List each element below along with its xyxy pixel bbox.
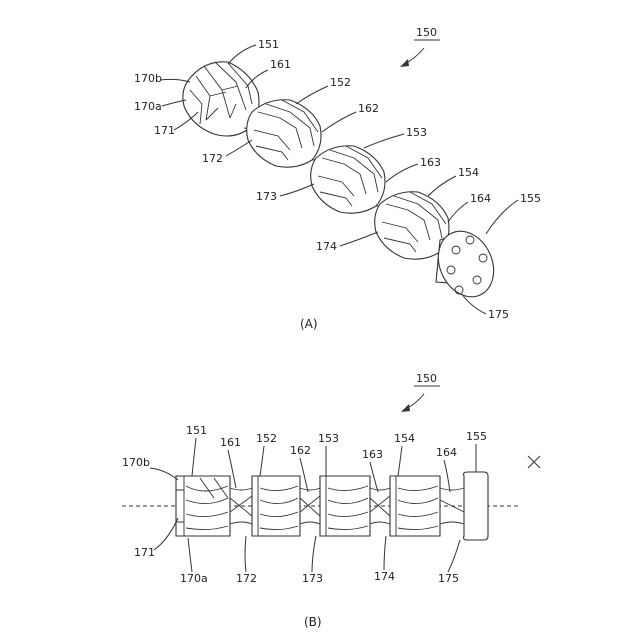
fig-a-label-164: 164 [470,192,491,205]
fig-b-ref-150: 150 [416,372,437,385]
fig-b-label-172: 172 [236,572,257,585]
fig-b-caption: (B) [304,615,322,629]
fig-b-label-155: 155 [466,430,487,443]
fig-b-helix-162 [300,488,320,524]
fig-b-label-152: 152 [256,432,277,445]
fig-b-segment-153 [320,476,370,536]
fig-a-ref-arrowhead [400,59,409,67]
fig-a-caption: (A) [300,317,318,331]
fig-b-label-151: 151 [186,424,207,437]
fig-b-segment-152 [252,476,300,536]
fig-b-label-171: 171 [134,546,155,559]
fig-b-helix-163 [370,488,390,524]
fig-b-segment-151 [176,476,230,536]
fig-a-segment-154 [375,192,449,259]
fig-a-ref-150: 150 [416,26,437,39]
fig-b-segment-154 [390,476,440,536]
fig-a-segment-152 [247,100,321,167]
fig-b-ref-arrowhead [401,404,410,412]
fig-b-label-161: 161 [220,436,241,449]
fig-a-label-172: 172 [202,152,223,165]
fig-a-label-173: 173 [256,190,277,203]
fig-a-label-152: 152 [330,76,351,89]
fig-b-label-170a: 170a [180,572,208,585]
fig-a-label-162: 162 [358,102,379,115]
fig-a-label-154: 154 [458,166,479,179]
fig-b-label-173: 173 [302,572,323,585]
fig-a-label-170a: 170a [134,100,162,113]
fig-a-label-151: 151 [258,38,279,51]
fig-b-label-175: 175 [438,572,459,585]
fig-a-label-175: 175 [488,308,509,321]
fig-b-label-162: 162 [290,444,311,457]
fig-a-label-174: 174 [316,240,337,253]
fig-a-segment-153 [311,146,385,213]
figure-a: 150 [134,26,541,331]
fig-a-label-153: 153 [406,126,427,139]
fig-b-label-174: 174 [374,570,395,583]
fig-b-label-170b: 170b [122,456,150,469]
fig-a-label-155: 155 [520,192,541,205]
fig-a-label-171: 171 [154,124,175,137]
axis-x-marker [528,456,540,468]
fig-b-label-154: 154 [394,432,415,445]
fig-a-label-170b: 170b [134,72,162,85]
fig-b-end-cap-155 [464,472,489,540]
figure-b: 150 [122,372,540,629]
fig-b-label-164: 164 [436,446,457,459]
fig-a-label-163: 163 [420,156,441,169]
fig-a-label-161: 161 [270,58,291,71]
fig-b-label-153: 153 [318,432,339,445]
fig-b-label-163: 163 [362,448,383,461]
